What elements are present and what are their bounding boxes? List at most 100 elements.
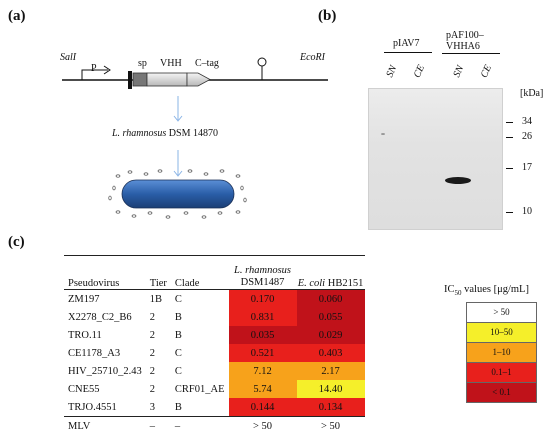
lane-label-sn-1: SN: [384, 63, 400, 80]
marker-26: 26: [522, 131, 532, 142]
marker-34: 34: [522, 116, 532, 127]
cell-lrhamnosus-value: 0.521: [228, 344, 297, 362]
cell-pseudovirus: TRJO.4551: [68, 401, 117, 413]
lane-label-ce-2: CE: [478, 63, 495, 80]
ctag-label: C–tag: [195, 58, 219, 69]
cell-tier: –: [149, 420, 156, 432]
blot-band: [445, 177, 471, 184]
ecori-site-label: EcoRI: [300, 52, 325, 63]
sali-site-label: SalI: [60, 52, 77, 63]
vhh-label: VHH: [160, 58, 182, 69]
header-lrhamnosus-rest: DSM1487: [240, 277, 285, 288]
promoter-label: P: [91, 63, 97, 74]
strain-italic: L. rhamnosus: [112, 128, 167, 139]
cell-lrhamnosus-value: 7.12: [228, 362, 297, 380]
header-ecoli-italic: E. coli: [297, 278, 326, 289]
table-header-row: Pseudovirus Tier Clade L. rhamnosus DSM1…: [64, 255, 365, 290]
legend-title-pre: IC: [444, 284, 455, 295]
cell-lrhamnosus-value: 0.831: [228, 308, 297, 326]
ic50-table: Pseudovirus Tier Clade L. rhamnosus DSM1…: [64, 255, 365, 435]
cell-tier: 2: [149, 365, 156, 377]
group1-label: pIAV7: [393, 38, 420, 49]
group1-underline: [384, 52, 432, 53]
header-tier: Tier: [149, 278, 167, 289]
cell-tier: 2: [149, 347, 156, 359]
legend-title-sub: 50: [454, 289, 462, 298]
header-pseudovirus: Pseudovirus: [68, 278, 120, 289]
legend-title-post: values [μg/mL]: [461, 284, 529, 295]
cell-ecoli-value: > 50: [296, 416, 365, 435]
panel-c-label: (c): [8, 234, 25, 250]
cell-tier: 3: [149, 401, 156, 413]
legend-item: 10–50: [467, 323, 536, 343]
cell-clade: C: [174, 365, 182, 377]
cell-clade: B: [174, 311, 182, 323]
header-ecoli: E. coli HB2151: [297, 256, 365, 290]
cell-tier: 2: [149, 383, 156, 395]
legend-title: IC50 values [μg/mL]: [444, 284, 529, 297]
cell-pseudovirus: X2278_C2_B6: [68, 311, 132, 323]
group2-underline: [442, 53, 500, 54]
cell-ecoli-value: 0.029: [296, 326, 365, 344]
header-clade: Clade: [174, 278, 200, 289]
cell-clade: C: [174, 347, 182, 359]
cell-clade: C: [174, 293, 182, 305]
header-ecoli-rest: HB2151: [325, 278, 364, 289]
marker-tick-26: [506, 137, 513, 138]
cell-tier: 2: [149, 311, 156, 323]
blot-faint-mark: [381, 133, 385, 135]
marker-tick-10: [506, 212, 513, 213]
construct-diagram: [62, 57, 328, 219]
legend-item: 1–10: [467, 343, 536, 363]
lane-label-sn-2: SN: [451, 63, 467, 80]
legend-item: < 0.1: [467, 383, 536, 402]
cell-clade: CRF01_AE: [174, 383, 225, 395]
table-row: MLV – – > 50> 50: [64, 416, 365, 435]
panel-b-label: (b): [318, 8, 337, 24]
cell-pseudovirus: MLV: [68, 420, 91, 432]
cell-ecoli-value: 0.060: [296, 289, 365, 308]
marker-tick-34: [506, 122, 513, 123]
cell-tier: 2: [149, 329, 156, 341]
group2-label-1: pAF100–: [446, 30, 484, 41]
cell-ecoli-value: 14.40: [296, 380, 365, 398]
cell-lrhamnosus-value: 0.035: [228, 326, 297, 344]
cell-lrhamnosus-value: > 50: [228, 416, 297, 435]
kda-unit: [kDa]: [520, 88, 544, 99]
legend-item: > 50: [467, 303, 536, 323]
marker-10: 10: [522, 206, 532, 217]
cell-pseudovirus: TRO.11: [68, 329, 102, 341]
cell-ecoli-value: 0.055: [296, 308, 365, 326]
cell-pseudovirus: CE1178_A3: [68, 347, 121, 359]
cell-clade: –: [174, 420, 181, 432]
cell-pseudovirus: HIV_25710_2.43: [68, 365, 142, 377]
strain-label: L. rhamnosus DSM 14870: [112, 128, 218, 139]
cell-lrhamnosus-value: 0.170: [228, 289, 297, 308]
cell-pseudovirus: CNE55: [68, 383, 100, 395]
panel-a-label: (a): [8, 8, 26, 24]
cell-lrhamnosus-value: 0.144: [228, 398, 297, 417]
strain-rest: DSM 14870: [166, 128, 218, 139]
legend-item: 0.1–1: [467, 363, 536, 383]
cell-ecoli-value: 0.134: [296, 398, 365, 417]
cell-ecoli-value: 0.403: [296, 344, 365, 362]
cell-tier: 1B: [149, 293, 163, 305]
sp-label: sp: [138, 58, 147, 69]
lane-label-ce-1: CE: [411, 63, 428, 80]
western-blot: [368, 88, 503, 230]
group2-label-2: VHHA6: [446, 41, 480, 52]
marker-tick-17: [506, 168, 513, 169]
cell-clade: B: [174, 401, 182, 413]
header-lrhamnosus-italic: L. rhamnosus: [234, 265, 292, 276]
cell-pseudovirus: ZM197: [68, 293, 100, 305]
header-lrhamnosus: L. rhamnosus DSM1487: [229, 256, 297, 290]
cell-ecoli-value: 2.17: [296, 362, 365, 380]
